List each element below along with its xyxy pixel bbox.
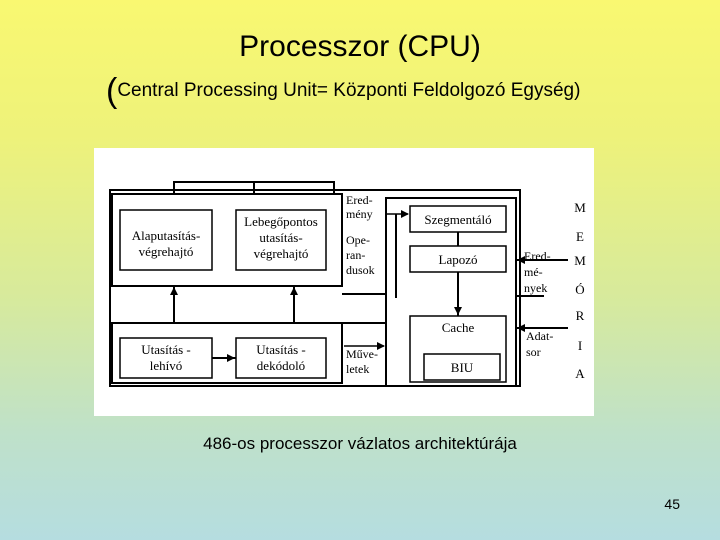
- outer-border: [109, 189, 521, 387]
- data-label-1: Adat-: [526, 329, 553, 343]
- subtitle-paren: (: [106, 72, 118, 110]
- fetch-label-2: lehívó: [150, 358, 183, 373]
- slide-subtitle: (Central Processing Unit= Központi Feldo…: [106, 72, 706, 111]
- ops-label-2: letek: [346, 362, 369, 376]
- alu-label-2: végrehajtó: [139, 244, 194, 259]
- biu-label: BIU: [451, 360, 474, 375]
- result-label-2: mény: [346, 207, 373, 221]
- memory-letter-i: I: [578, 338, 582, 353]
- operands-label-2: ran-: [346, 248, 365, 262]
- mmu-block: [385, 197, 517, 387]
- cache-label: Cache: [442, 320, 475, 335]
- slide-title: Processzor (CPU): [239, 30, 481, 63]
- fetch-label-1: Utasítás -: [141, 342, 190, 357]
- fpu-label-2: utasítás-: [259, 230, 302, 245]
- paging-label: Lapozó: [439, 252, 478, 267]
- memory-letter-e: E: [576, 229, 584, 244]
- segment-label: Szegmentáló: [424, 212, 491, 227]
- memory-letter-a: A: [575, 366, 585, 381]
- fpu-label-3: végrehajtó: [254, 246, 309, 261]
- results-label-3: nyek: [524, 281, 547, 295]
- alu-box: [119, 209, 213, 271]
- ops-label-1: Műve-: [346, 347, 378, 361]
- architecture-diagram: Alaputasítás- végrehajtó Lebegőpontos ut…: [94, 148, 594, 416]
- operands-label-1: Ope-: [346, 233, 370, 247]
- figure-caption: 486-os processzor vázlatos architektúráj…: [203, 434, 517, 453]
- decode-label-1: Utasítás -: [256, 342, 305, 357]
- decode-label-2: dekódoló: [257, 358, 305, 373]
- fetch-decode-block: [111, 322, 343, 384]
- memory-letter-o: Ó: [575, 282, 584, 297]
- memory-letter-r: R: [576, 308, 585, 323]
- diagram-svg: Alaputasítás- végrehajtó Lebegőpontos ut…: [109, 181, 586, 387]
- alu-label-1: Alaputasítás-: [132, 228, 201, 243]
- subtitle-text: Central Processing Unit= Központi Feldol…: [117, 80, 581, 101]
- data-label-2: sor: [526, 345, 541, 359]
- operands-label-3: dusok: [346, 263, 375, 277]
- execution-block: [111, 193, 343, 287]
- result-label-1: Ered-: [346, 193, 373, 207]
- results-label-2: mé-: [524, 265, 543, 279]
- page-number: 45: [664, 496, 680, 512]
- biu-box: [423, 353, 501, 381]
- fpu-box: [235, 209, 327, 271]
- memory-letter-m2: M: [574, 253, 586, 268]
- results-label-1: Ered-: [524, 249, 551, 263]
- fpu-label-1: Lebegőpontos: [244, 214, 318, 229]
- memory-letter-m1: M: [574, 200, 586, 215]
